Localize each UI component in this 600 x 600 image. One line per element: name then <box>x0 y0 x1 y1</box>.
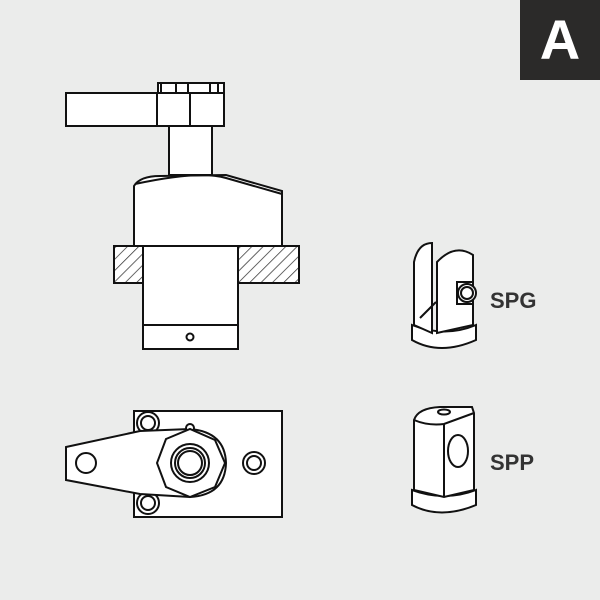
clamp-body <box>133 173 283 247</box>
mount-plate-right <box>237 245 300 284</box>
nut-top <box>157 82 225 94</box>
spp-accessory: SPP <box>411 406 534 514</box>
port-hole <box>185 332 195 342</box>
clamp-arm <box>65 92 225 127</box>
spindle <box>168 125 213 176</box>
clamp-side-view <box>65 82 300 350</box>
arm-hole <box>75 452 97 474</box>
clamp-cylinder <box>142 245 239 350</box>
spp-label: SPP <box>490 450 534 475</box>
clamp-top-view <box>65 410 283 518</box>
spg-accessory: SPG <box>411 241 536 349</box>
section-badge: A <box>520 0 600 80</box>
mount-plate-left <box>113 245 145 284</box>
spg-label: SPG <box>490 288 536 313</box>
